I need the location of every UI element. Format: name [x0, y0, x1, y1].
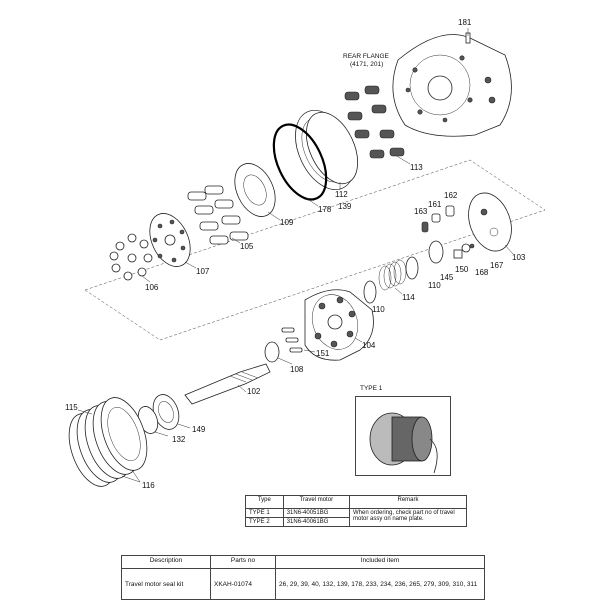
label-145: 145: [440, 273, 454, 282]
rear-flange-title: REAR FLANGE: [343, 53, 390, 60]
parts-no-col-header: Parts no: [210, 555, 276, 569]
label-149: 149: [192, 425, 206, 434]
label-115: 115: [65, 403, 78, 412]
included-items-cell: 26, 29, 39, 40, 132, 139, 178, 233, 234,…: [275, 568, 485, 600]
type-col-header: Type: [245, 495, 284, 509]
label-114: 114: [402, 293, 415, 302]
label-106: 106: [145, 283, 159, 292]
label-163: 163: [414, 207, 428, 216]
label-105: 105: [240, 242, 254, 251]
seal-168: [461, 243, 471, 253]
label-109: 109: [280, 218, 294, 227]
description-col-header: Description: [121, 555, 211, 569]
label-167: 167: [490, 261, 504, 270]
drive-shaft-102: [184, 363, 271, 405]
label-103: 103: [512, 253, 526, 262]
pin-163: [421, 221, 429, 233]
label-181: 181: [458, 18, 472, 27]
plug-150: [453, 249, 463, 259]
label-116: 116: [142, 481, 155, 490]
assembly-group-frame: [84, 159, 546, 341]
label-104: 104: [362, 341, 376, 350]
valve-plate-103: [468, 192, 512, 252]
table-row: TYPE 1 31N6-40051BG When ordering, check…: [245, 508, 467, 527]
plate-109: [234, 163, 276, 217]
type-cell: TYPE 2: [245, 517, 284, 527]
bushing-108: [264, 341, 280, 363]
label-110-b: 110: [372, 305, 385, 314]
motor-cell: 31N6-40051BG: [282, 508, 351, 518]
pin-162: [445, 205, 455, 217]
piston-shoes-106: [109, 233, 153, 281]
remark-cell: When ordering, check part no of travel m…: [349, 508, 467, 527]
friction-plates-115-116: [68, 397, 148, 487]
rear-flange-ref: (4171, 201): [350, 61, 383, 68]
label-132: 132: [172, 435, 186, 444]
label-161: 161: [428, 200, 442, 209]
washer-110-b: [363, 280, 377, 304]
table-row: Travel motor seal kit XKAH-01074 26, 29,…: [121, 568, 485, 600]
motor-col-header: Travel motor: [282, 495, 351, 509]
part-167: [469, 243, 475, 249]
rear-flange: [392, 32, 512, 137]
pins-151: [281, 327, 303, 353]
label-107: 107: [196, 267, 210, 276]
label-108: 108: [290, 365, 304, 374]
parts-no-cell: XKAH-01074: [210, 568, 276, 600]
spring-set-113: [344, 85, 405, 159]
label-162: 162: [444, 191, 458, 200]
retainer-plate-107: [149, 213, 191, 267]
type-table: Type Travel motor Remark TYPE 1 31N6-400…: [245, 495, 467, 527]
type1-title: TYPE 1: [360, 385, 383, 392]
cylinder-block-104: [304, 289, 374, 361]
ring-145: [428, 240, 444, 264]
washer-110-a: [405, 256, 419, 280]
description-cell: Travel motor seal kit: [121, 568, 211, 600]
seal-kit-table: Description Parts no Included item Trave…: [121, 555, 485, 600]
piston-set-105: [187, 185, 249, 245]
label-168: 168: [475, 268, 489, 277]
type-cell: TYPE 1: [245, 508, 284, 518]
label-112: 112: [335, 190, 348, 199]
label-150: 150: [455, 265, 469, 274]
o-ring-178: [272, 123, 328, 201]
label-151: 151: [316, 349, 330, 358]
brake-piston-112: [295, 109, 359, 191]
label-178: 178: [318, 205, 332, 214]
label-113: 113: [410, 163, 423, 172]
label-102: 102: [247, 387, 261, 396]
included-col-header: Included item: [275, 555, 485, 569]
label-139: 139: [338, 202, 352, 211]
type1-inset: TYPE 1: [355, 385, 451, 476]
travel-motor-assembly-icon: [369, 412, 438, 474]
remark-col-header: Remark: [349, 495, 467, 509]
motor-cell: 31N6-40061BG: [282, 517, 351, 527]
label-110-a: 110: [428, 281, 441, 290]
pin-161: [431, 213, 441, 223]
table-row: TYPE 2 31N6-40061BG: [245, 517, 467, 527]
